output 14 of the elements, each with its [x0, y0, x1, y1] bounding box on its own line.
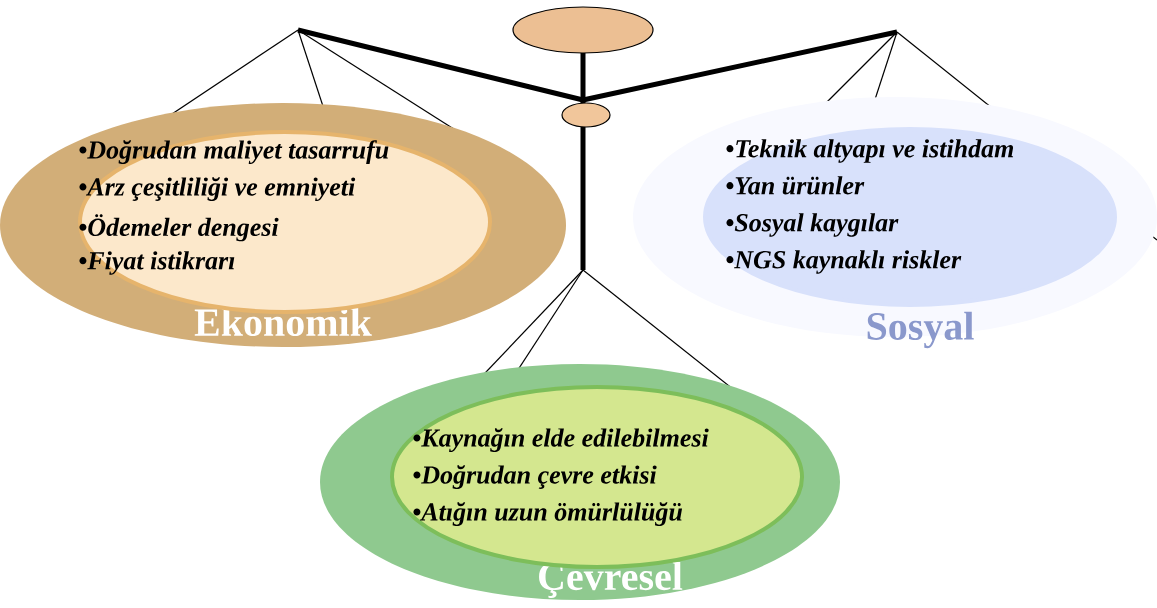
bullet-item: •Fiyat istikrarı [79, 251, 235, 275]
category-title: Çevresel [539, 562, 683, 598]
category-title: Sosyal [867, 311, 974, 349]
bullet-item: •Kaynağın elde edilebilmesi [413, 428, 709, 453]
bullet-item: •Doğrudan maliyet tasarrufu [79, 140, 389, 165]
bullet-item: •Sosyal kaygılar [726, 213, 899, 237]
bullet-item: •Ödemeler dengesi [79, 214, 279, 242]
bullet-item: •NGS kaynaklı riskler [726, 250, 962, 274]
bullet-item: •Arz çeşitliliği ve emniyeti [79, 177, 356, 202]
bullet-item: •Atığın uzun ömürlülüğü [413, 502, 683, 527]
bullet-item: •Doğrudan çevre etkisi [413, 465, 657, 490]
bullet-item: •Yan ürünler [726, 176, 865, 195]
bullet-item: •Teknik altyapı ve istihdam [726, 139, 1014, 163]
category-title: Ekonomik [194, 307, 372, 337]
